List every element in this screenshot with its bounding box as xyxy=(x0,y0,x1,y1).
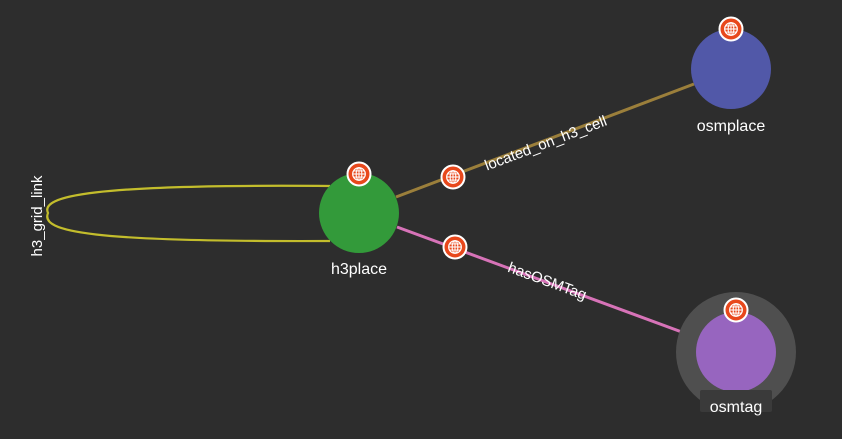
node-badge-osmtag[interactable] xyxy=(723,297,749,323)
node-circle-h3place[interactable] xyxy=(319,173,399,253)
edge-line-h3-grid-link[interactable] xyxy=(46,184,331,243)
edge-badge-located-on-h3-cell[interactable] xyxy=(440,164,466,190)
node-badge-osmplace[interactable] xyxy=(718,16,744,42)
node-h3place[interactable]: h3place xyxy=(319,161,399,279)
node-label-osmplace: osmplace xyxy=(697,118,766,135)
node-label-h3place: h3place xyxy=(331,261,387,278)
node-circle-osmtag[interactable] xyxy=(696,312,776,392)
node-osmtag[interactable]: osmtag xyxy=(676,292,796,416)
globe-icon xyxy=(446,170,460,184)
globe-icon xyxy=(729,303,743,317)
globe-icon xyxy=(448,240,462,254)
node-label-background xyxy=(700,390,772,412)
node-label-osmtag: osmtag xyxy=(710,399,762,416)
edge-located-on-h3-cell[interactable]: located_on_h3_cell xyxy=(395,82,695,199)
edge-label-located-on-h3-cell: located_on_h3_cell xyxy=(482,113,609,175)
edge-label-has-osm-tag: hasOSMTag xyxy=(506,259,589,304)
edge-label-h3-grid-link: h3_grid_link xyxy=(29,175,46,256)
edge-has-osm-tag[interactable]: hasOSMTag xyxy=(396,225,699,340)
node-badge-h3place[interactable] xyxy=(346,161,372,187)
node-osmplace[interactable]: osmplace xyxy=(691,16,771,136)
globe-icon xyxy=(724,22,738,36)
edge-badge-has-osm-tag[interactable] xyxy=(442,234,468,260)
globe-icon xyxy=(352,167,366,181)
node-circle-osmplace[interactable] xyxy=(691,29,771,109)
edge-h3-grid-link[interactable]: h3_grid_link xyxy=(29,175,331,256)
